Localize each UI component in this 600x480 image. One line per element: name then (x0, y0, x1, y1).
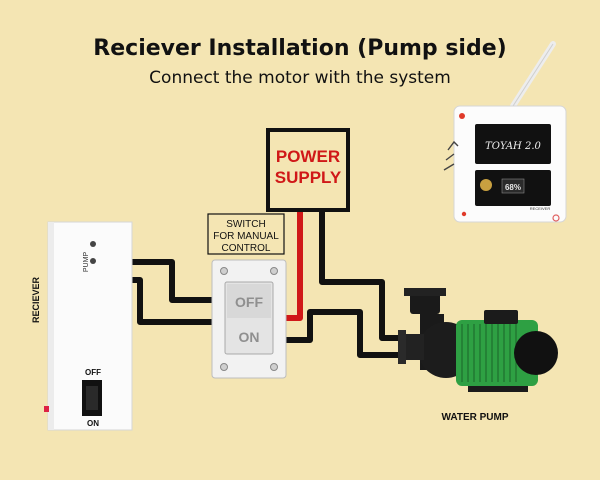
controller-emblem (480, 179, 492, 191)
power-supply-label-line1: POWER (276, 147, 340, 166)
wire-switch-pump (285, 309, 430, 358)
wire-power-pump (319, 210, 428, 341)
switch-screw-br (270, 363, 278, 371)
receiver-on-label: ON (87, 419, 99, 428)
switch-screw-bl (220, 363, 228, 371)
controller-top-panel (475, 124, 551, 164)
wire-power-live (285, 210, 303, 321)
controller-level: 68% (505, 183, 521, 192)
receiver-port-lower (90, 258, 96, 264)
power-supply-box: POWER SUPPLY (266, 128, 350, 212)
switch-off-label: OFF (235, 294, 263, 310)
pump-motor-body (456, 320, 538, 386)
pump-outlet (410, 292, 440, 314)
receiver-side-label: RECIEVER (31, 276, 41, 323)
controller-device: TOYAH 2.0 68% RECEIVER (443, 41, 567, 223)
water-pump-label: WATER PUMP (441, 412, 508, 423)
receiver-off-label: OFF (85, 368, 101, 377)
page-title: Reciever Installation (Pump side) (93, 36, 507, 61)
water-pump (398, 288, 558, 392)
receiver-unit: PUMP OFF ON RECIEVER (31, 221, 133, 431)
switch-screw-tr (270, 267, 278, 275)
page-subtitle: Connect the motor with the system (149, 68, 451, 88)
pump-terminal-box (484, 310, 518, 324)
switch-label-line2: FOR MANUAL (213, 231, 279, 242)
switch-on-label: ON (239, 329, 260, 345)
switch-label-line3: CONTROL (222, 243, 271, 254)
controller-brand: TOYAH 2.0 (485, 141, 541, 152)
switch-label-box: SWITCH FOR MANUAL CONTROL (207, 213, 285, 255)
switch-label-line1: SWITCH (226, 219, 265, 230)
controller-tag: RECEIVER (530, 206, 551, 211)
manual-switch: OFF ON (211, 259, 287, 379)
receiver-port-upper (90, 241, 96, 247)
switch-screw-tl (220, 267, 228, 275)
pump-end-cap (514, 331, 558, 375)
receiver-port-label: PUMP (83, 252, 90, 273)
power-supply-label-line2: SUPPLY (275, 168, 342, 187)
